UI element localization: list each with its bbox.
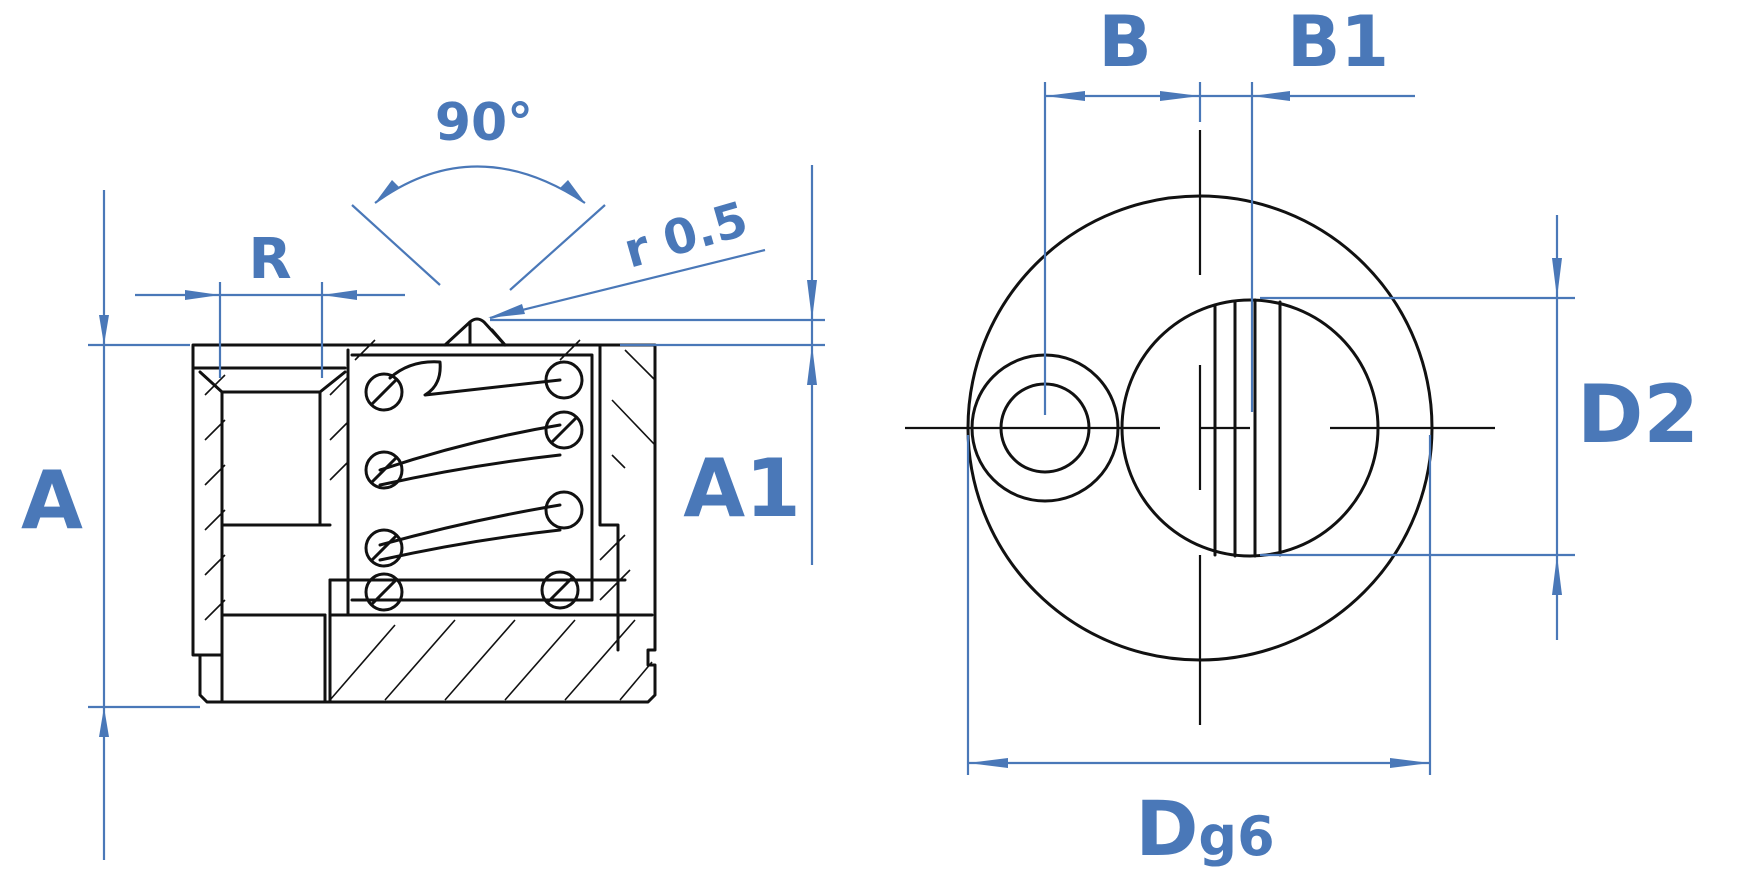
spring [364, 360, 584, 612]
side-section-view [191, 317, 657, 704]
section-hatching [204, 339, 656, 701]
side-view-dimensions [88, 165, 825, 860]
dimension-D-label: Dg6 [1135, 784, 1274, 872]
pin-tip [443, 317, 507, 347]
angle-label: 90° [435, 93, 533, 153]
dimension-B-label: B [1098, 1, 1151, 83]
dimension-R-label: R [248, 227, 291, 292]
dimension-B1-label: B1 [1287, 1, 1389, 83]
front-view [905, 130, 1495, 725]
dimension-A1-label: A1 [683, 442, 801, 535]
dimension-D2-label: D2 [1577, 368, 1699, 461]
radius-label: r 0.5 [618, 191, 754, 279]
dimension-A-label: A [21, 454, 83, 547]
front-view-dimensions [966, 82, 1575, 775]
